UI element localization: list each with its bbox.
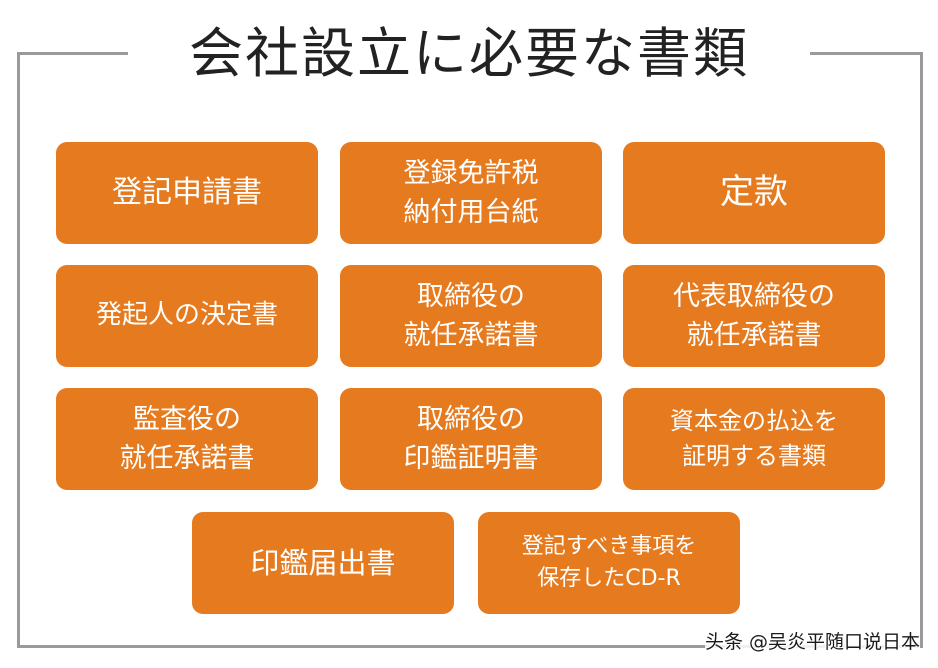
doc-box-director-acceptance: 取締役の 就任承諾書 [340,265,602,367]
doc-box-promoter-decision: 発起人の決定書 [56,265,318,367]
doc-box-registration-tax-sheet: 登録免許税 納付用台紙 [340,142,602,244]
doc-label-line-1: 取締役の [417,403,525,435]
doc-label-line-1: 登記すべき事項を [521,534,697,560]
doc-box-auditor-acceptance: 監査役の 就任承諾書 [56,388,318,490]
doc-box-registration-cdr: 登記すべき事項を 保存したCD-R [478,512,740,614]
doc-box-director-seal-certificate: 取締役の 印鑑証明書 [340,388,602,490]
doc-box-registration-application: 登記申請書 [56,142,318,244]
doc-label-line-2: 印鑑証明書 [403,443,539,474]
doc-box-representative-director-acceptance: 代表取締役の 就任承諾書 [623,265,885,367]
title-area: 会社設立に必要な書類 [128,14,810,94]
doc-label-line-1: 代表取締役の [673,280,835,312]
doc-label-line-2: 保存したCD-R [537,566,681,591]
doc-label: 定款 [720,172,788,213]
page-title: 会社設立に必要な書類 [189,22,749,85]
doc-label: 発起人の決定書 [95,300,278,331]
doc-label-line-2: 納付用台紙 [403,197,539,228]
doc-box-capital-payment-proof: 資本金の払込を 証明する書類 [623,388,885,490]
doc-label-line-1: 取締役の [417,280,525,312]
watermark: 头条 @吴炎平随口说日本 [704,627,920,654]
doc-label-line-1: 登録免許税 [403,157,539,189]
doc-box-seal-registration: 印鑑届出書 [192,512,454,614]
doc-label: 印鑑届出書 [250,545,396,580]
doc-label-line-1: 資本金の払込を [670,407,838,436]
doc-box-articles-of-incorporation: 定款 [623,142,885,244]
doc-label-line-2: 就任承諾書 [403,320,539,351]
doc-label-line-2: 証明する書類 [682,442,826,470]
doc-label-line-2: 就任承諾書 [686,320,822,351]
doc-label-line-1: 監査役の [133,403,241,435]
doc-label: 登記申請書 [112,175,262,211]
doc-label-line-2: 就任承諾書 [119,443,255,474]
